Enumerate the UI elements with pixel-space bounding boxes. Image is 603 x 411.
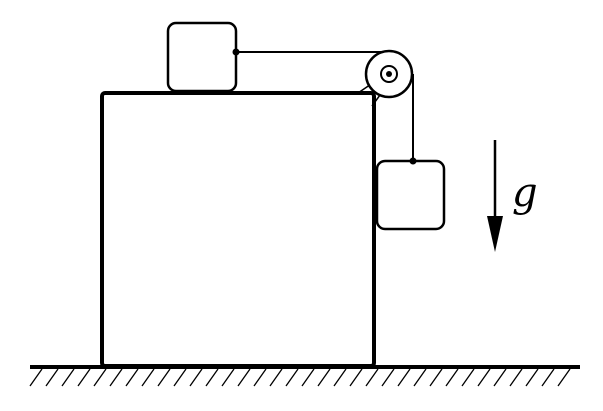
ground-hatch-mark <box>429 368 443 387</box>
large-block <box>100 91 376 368</box>
hanging-block <box>375 159 446 231</box>
gravity-label: g <box>512 170 538 216</box>
ground-hatch-mark <box>61 368 75 387</box>
ground-hatch-mark <box>397 368 411 387</box>
top-block <box>166 21 238 93</box>
ground-hatch-mark <box>381 368 395 387</box>
ground-hatch-mark <box>557 368 571 387</box>
ground-hatch-mark <box>125 368 139 387</box>
ground-hatch-mark <box>285 368 299 387</box>
ground-hatch-mark <box>93 368 107 387</box>
gravity-arrow-head <box>487 216 503 252</box>
ground-hatch-mark <box>333 368 347 387</box>
ground-hatch-mark <box>205 368 219 387</box>
ground-hatch-mark <box>301 368 315 387</box>
ground-hatch-mark <box>237 368 251 387</box>
ground-hatch-mark <box>157 368 171 387</box>
ground-hatch-mark <box>189 368 203 387</box>
ground-hatch-mark <box>461 368 475 387</box>
ground-hatch-mark <box>221 368 235 387</box>
ground-hatch-mark <box>253 368 267 387</box>
string-attachment-top-block <box>232 48 240 56</box>
ground-hatch-mark <box>365 368 379 387</box>
ground-hatch-mark <box>317 368 331 387</box>
ground-hatch-mark <box>525 368 539 387</box>
ground-hatch-mark <box>445 368 459 387</box>
ground-hatch-mark <box>541 368 555 387</box>
ground-hatch-mark <box>173 368 187 387</box>
ground-hatch-mark <box>477 368 491 387</box>
ground-hatch-mark <box>493 368 507 387</box>
pulley-axle <box>386 71 392 77</box>
ground-hatch-mark <box>509 368 523 387</box>
ground-hatch-mark <box>413 368 427 387</box>
ground-hatch-mark <box>45 368 59 387</box>
ground-hatch-mark <box>141 368 155 387</box>
ground-hatch-mark <box>77 368 91 387</box>
ground-hatch-mark <box>269 368 283 387</box>
ground-hatch-mark <box>349 368 363 387</box>
ground-hatch-mark <box>109 368 123 387</box>
ground-hatch-mark <box>29 368 43 387</box>
string-attachment-hanging-block <box>409 157 417 165</box>
ground-hatching <box>29 368 571 387</box>
